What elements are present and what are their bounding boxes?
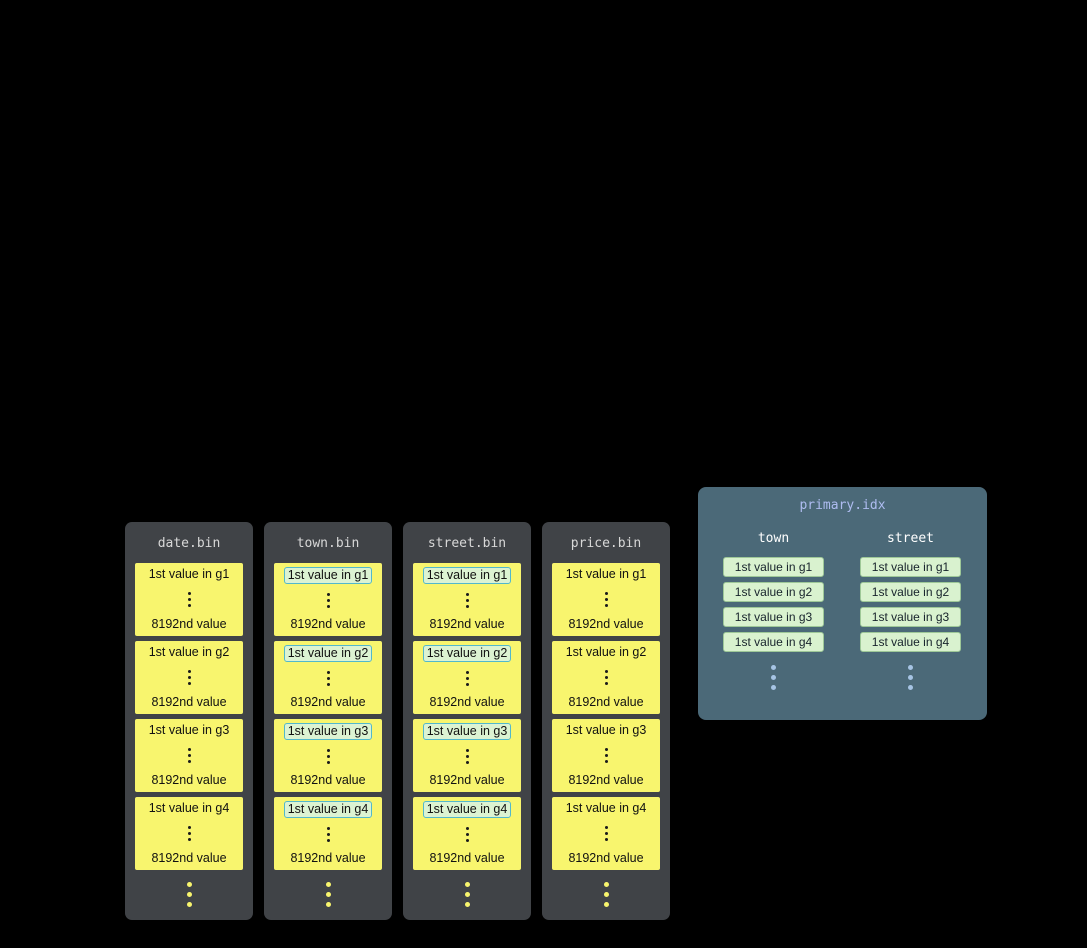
- primary-index-columns: town 1st value in g1 1st value in g2 1st…: [698, 530, 987, 692]
- index-entry: 1st value in g3: [723, 607, 824, 627]
- granule-first-value-highlighted: 1st value in g4: [283, 801, 373, 818]
- granule-g1: 1st value in g1 8192nd value: [413, 563, 521, 636]
- more-granules-ellipsis-icon: [603, 879, 609, 909]
- primary-index-title: primary.idx: [799, 498, 886, 513]
- ellipsis-icon: [187, 669, 191, 687]
- ellipsis-icon: [465, 826, 469, 844]
- ellipsis-icon: [604, 825, 608, 843]
- granule-first-value-highlighted: 1st value in g3: [283, 723, 373, 740]
- granule-first-value: 1st value in g4: [148, 801, 230, 815]
- granule-last-value: 8192nd value: [429, 695, 505, 709]
- granule-g4: 1st value in g4 8192nd value: [552, 797, 660, 870]
- bin-file-town: town.bin 1st value in g1 8192nd value 1s…: [264, 522, 392, 920]
- granule-first-value: 1st value in g3: [565, 723, 647, 737]
- granule-g2: 1st value in g2 8192nd value: [135, 641, 243, 714]
- more-granules-ellipsis-icon: [186, 879, 192, 909]
- granule-g2: 1st value in g2 8192nd value: [274, 641, 382, 714]
- granule-first-value: 1st value in g2: [565, 645, 647, 659]
- granule-first-value: 1st value in g4: [565, 801, 647, 815]
- granule-last-value: 8192nd value: [429, 851, 505, 865]
- index-column-header: town: [757, 531, 790, 546]
- ellipsis-icon: [326, 826, 330, 844]
- granule-last-value: 8192nd value: [429, 773, 505, 787]
- ellipsis-icon: [604, 591, 608, 609]
- ellipsis-icon: [326, 670, 330, 688]
- granule-last-value: 8192nd value: [290, 773, 366, 787]
- more-entries-ellipsis-icon: [771, 662, 776, 692]
- granule-last-value: 8192nd value: [568, 695, 644, 709]
- granule-g4: 1st value in g4 8192nd value: [274, 797, 382, 870]
- granule-last-value: 8192nd value: [151, 851, 227, 865]
- granule-g2: 1st value in g2 8192nd value: [552, 641, 660, 714]
- granule-first-value: 1st value in g3: [148, 723, 230, 737]
- index-entry: 1st value in g4: [723, 632, 824, 652]
- ellipsis-icon: [187, 747, 191, 765]
- primary-index-panel: primary.idx town 1st value in g1 1st val…: [698, 487, 987, 720]
- granule-first-value: 1st value in g2: [148, 645, 230, 659]
- granule-g1: 1st value in g1 8192nd value: [552, 563, 660, 636]
- ellipsis-icon: [604, 669, 608, 687]
- granule-last-value: 8192nd value: [429, 617, 505, 631]
- granule-last-value: 8192nd value: [151, 773, 227, 787]
- granule-last-value: 8192nd value: [568, 851, 644, 865]
- bin-title: town.bin: [296, 536, 360, 551]
- index-entry: 1st value in g3: [860, 607, 961, 627]
- granule-last-value: 8192nd value: [568, 617, 644, 631]
- granule-last-value: 8192nd value: [290, 695, 366, 709]
- granule-g3: 1st value in g3 8192nd value: [135, 719, 243, 792]
- bin-title: price.bin: [570, 536, 642, 551]
- granule-g3: 1st value in g3 8192nd value: [274, 719, 382, 792]
- index-column-street: street 1st value in g1 1st value in g2 1…: [860, 530, 961, 692]
- index-entry: 1st value in g1: [860, 557, 961, 577]
- bin-file-street: street.bin 1st value in g1 8192nd value …: [403, 522, 531, 920]
- more-entries-ellipsis-icon: [908, 662, 913, 692]
- granule-first-value: 1st value in g1: [148, 567, 230, 581]
- granule-g3: 1st value in g3 8192nd value: [552, 719, 660, 792]
- granule-last-value: 8192nd value: [151, 617, 227, 631]
- granule-first-value-highlighted: 1st value in g4: [422, 801, 512, 818]
- granule-last-value: 8192nd value: [151, 695, 227, 709]
- granule-first-value-highlighted: 1st value in g1: [422, 567, 512, 584]
- ellipsis-icon: [465, 670, 469, 688]
- granule-g4: 1st value in g4 8192nd value: [413, 797, 521, 870]
- ellipsis-icon: [326, 592, 330, 610]
- more-granules-ellipsis-icon: [464, 879, 470, 909]
- index-column-header: street: [887, 531, 934, 546]
- ellipsis-icon: [465, 592, 469, 610]
- index-entry: 1st value in g2: [723, 582, 824, 602]
- granule-last-value: 8192nd value: [290, 851, 366, 865]
- granule-g1: 1st value in g1 8192nd value: [274, 563, 382, 636]
- granule-first-value-highlighted: 1st value in g1: [283, 567, 373, 584]
- granule-first-value-highlighted: 1st value in g2: [422, 645, 512, 662]
- ellipsis-icon: [604, 747, 608, 765]
- granule-first-value-highlighted: 1st value in g3: [422, 723, 512, 740]
- ellipsis-icon: [326, 748, 330, 766]
- granule-g4: 1st value in g4 8192nd value: [135, 797, 243, 870]
- ellipsis-icon: [187, 591, 191, 609]
- granule-last-value: 8192nd value: [568, 773, 644, 787]
- bin-file-date: date.bin 1st value in g1 8192nd value 1s…: [125, 522, 253, 920]
- index-column-town: town 1st value in g1 1st value in g2 1st…: [723, 530, 824, 692]
- granule-first-value-highlighted: 1st value in g2: [283, 645, 373, 662]
- index-entry: 1st value in g4: [860, 632, 961, 652]
- granule-g3: 1st value in g3 8192nd value: [413, 719, 521, 792]
- granule-first-value: 1st value in g1: [565, 567, 647, 581]
- index-entry: 1st value in g1: [723, 557, 824, 577]
- ellipsis-icon: [187, 825, 191, 843]
- more-granules-ellipsis-icon: [325, 879, 331, 909]
- granule-g2: 1st value in g2 8192nd value: [413, 641, 521, 714]
- granule-last-value: 8192nd value: [290, 617, 366, 631]
- index-entry: 1st value in g2: [860, 582, 961, 602]
- bin-title: date.bin: [157, 536, 221, 551]
- bin-title: street.bin: [427, 536, 507, 551]
- bin-file-price: price.bin 1st value in g1 8192nd value 1…: [542, 522, 670, 920]
- ellipsis-icon: [465, 748, 469, 766]
- granule-g1: 1st value in g1 8192nd value: [135, 563, 243, 636]
